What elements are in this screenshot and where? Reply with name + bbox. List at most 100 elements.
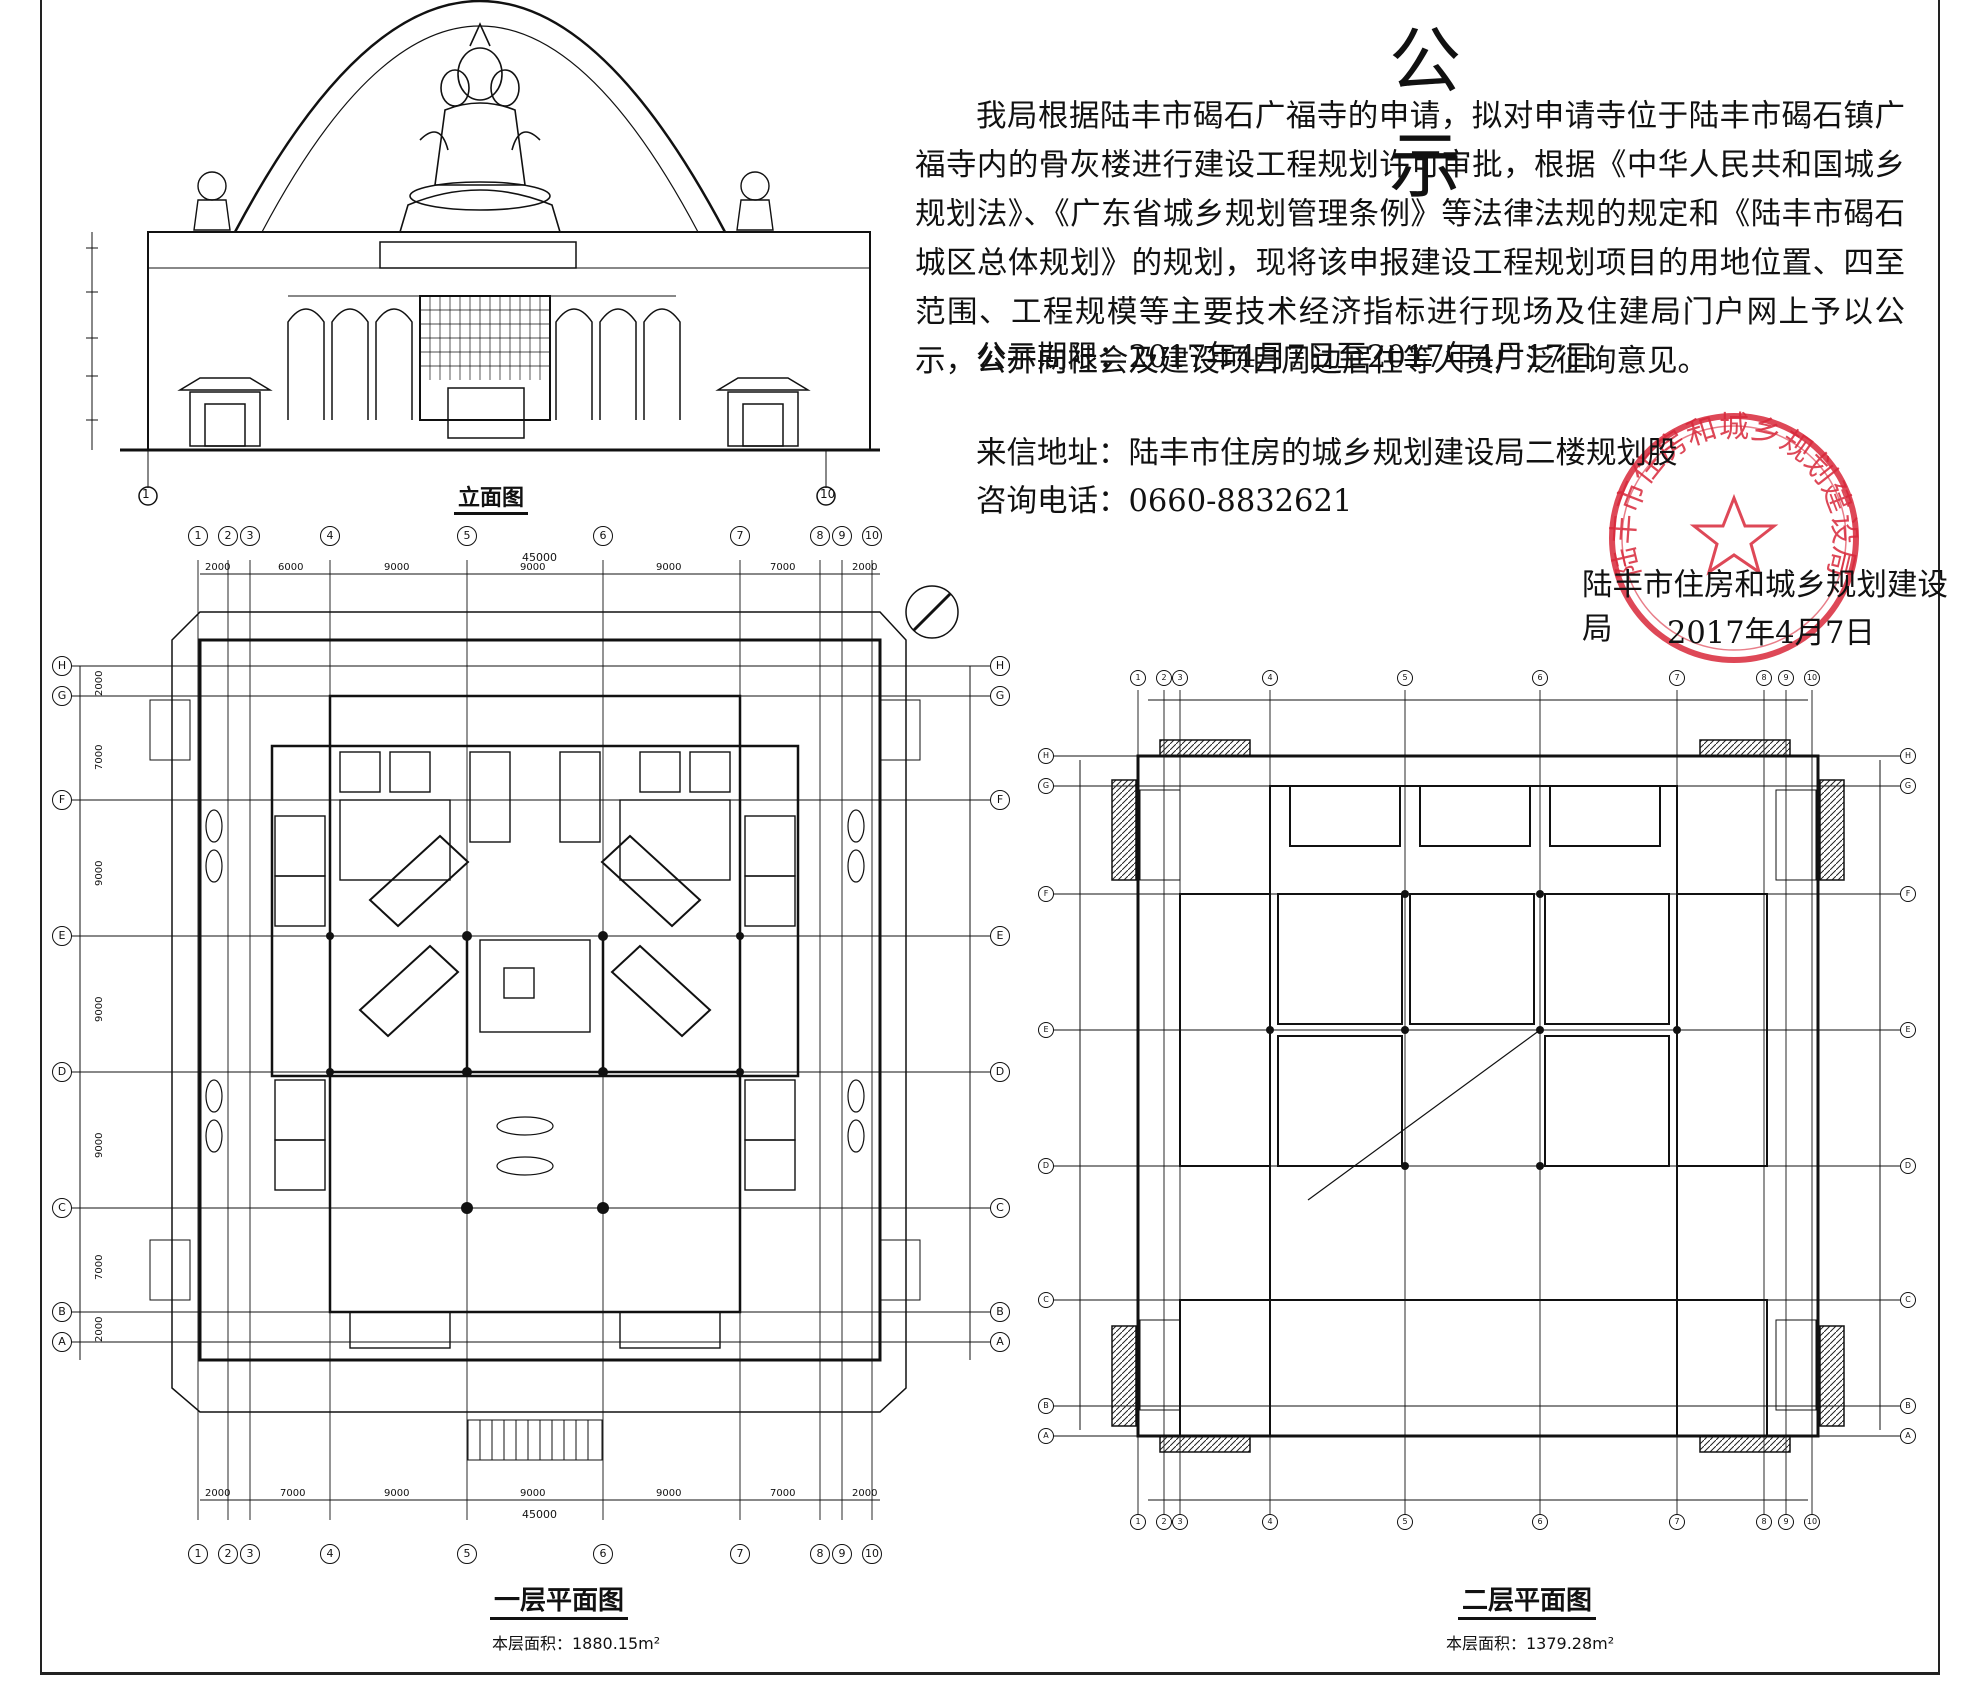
notice-title: 公 示 [1388, 19, 1571, 208]
plan1-axis-top-7: 7 [730, 526, 750, 546]
plan1-side-dim-3: 9000 [94, 996, 105, 1022]
plan1-top-dim-4: 9000 [656, 562, 682, 573]
notice-address: 来信地址：陆丰市住房的城乡规划建设局二楼规划股 [976, 436, 1678, 471]
plan1-bottom-dim-6: 2000 [852, 1488, 878, 1499]
plan2-axis-top-10: 10 [1804, 670, 1820, 686]
plan2-axis-left-c: C [1038, 1292, 1054, 1308]
plan2-axis-left-b: B [1038, 1398, 1054, 1414]
plan1-axis-top-10: 10 [862, 526, 882, 546]
plan2-axis-top-2: 2 [1156, 670, 1172, 686]
plan1-column-dots [326, 931, 744, 1214]
plan1-axis-bottom-10: 10 [862, 1544, 882, 1564]
plan1-axis-top-1: 1 [188, 526, 208, 546]
plan1-axis-left-g: G [52, 686, 72, 706]
plan2-axis-bottom-3: 3 [1172, 1514, 1188, 1530]
plan1-drawing [64, 560, 996, 1520]
elevation-axis-right: 10 [820, 487, 836, 501]
plan1-top-dim-3: 9000 [520, 562, 546, 573]
plan1-axis-bottom-9: 9 [832, 1544, 852, 1564]
plan2-axis-left-f: F [1038, 886, 1054, 902]
plan2-axis-bottom-6: 6 [1532, 1514, 1548, 1530]
plan2-axis-top-6: 6 [1532, 670, 1548, 686]
plan1-area: 本层面积：1880.15m² [492, 1634, 661, 1653]
plan1-side-dim-0: 2000 [94, 670, 105, 696]
plan1-top-dim-1: 6000 [278, 562, 304, 573]
plan1-axis-right-f: F [990, 790, 1010, 810]
plan2-axis-right-a: A [1900, 1428, 1916, 1444]
plan1-axis-bottom-6: 6 [593, 1544, 613, 1564]
notice-period: 公示期限：2017年4月7日至2017年4月17日 [976, 340, 1595, 375]
plan2-axis-left-g: G [1038, 778, 1054, 794]
notice-issuer: 陆丰市住房和城乡规划建设局 [1582, 568, 1948, 647]
plan1-axis-top-2: 2 [218, 526, 238, 546]
plan2-axis-right-e: E [1900, 1022, 1916, 1038]
plan1-axis-left-f: F [52, 790, 72, 810]
plan2-axis-right-b: B [1900, 1398, 1916, 1414]
plan2-axis-top-9: 9 [1778, 670, 1794, 686]
plan1-caption: 一层平面图 [490, 1580, 629, 1620]
plan1-bottom-dim-2: 9000 [384, 1488, 410, 1499]
plan1-side-dim-5: 7000 [94, 1254, 105, 1280]
plan1-axis-top-5: 5 [457, 526, 477, 546]
plan2-axis-bottom-1: 1 [1130, 1514, 1146, 1530]
plan2-axis-right-f: F [1900, 886, 1916, 902]
plan1-axis-top-8: 8 [810, 526, 830, 546]
plan2-axis-top-5: 5 [1397, 670, 1413, 686]
plan1-side-dim-6: 2000 [94, 1316, 105, 1342]
plan1-total-width-bottom: 45000 [522, 1508, 557, 1521]
plan2-axis-top-1: 1 [1130, 670, 1146, 686]
plan1-axis-top-9: 9 [832, 526, 852, 546]
sheet-border [40, 0, 1940, 1675]
plan1-bottom-dim-5: 7000 [770, 1488, 796, 1499]
plan1-axis-right-c: C [990, 1198, 1010, 1218]
notice-date: 2017年4月7日 [1667, 616, 1875, 651]
plan2-axis-top-8: 8 [1756, 670, 1772, 686]
plan1-axis-right-h: H [990, 656, 1010, 676]
plan1-axis-left-d: D [52, 1062, 72, 1082]
plan2-axis-left-a: A [1038, 1428, 1054, 1444]
plan1-axis-top-4: 4 [320, 526, 340, 546]
plan1-axis-right-g: G [990, 686, 1010, 706]
plan1-axis-bottom-5: 5 [457, 1544, 477, 1564]
plan2-axis-left-h: H [1038, 748, 1054, 764]
notice-body: 我局根据陆丰市碣石广福寺的申请，拟对申请寺位于陆丰市碣石镇广福寺内的骨灰楼进行建… [915, 99, 1905, 379]
plan2-axis-bottom-5: 5 [1397, 1514, 1413, 1530]
plan1-axis-left-b: B [52, 1302, 72, 1322]
plan1-top-dim-6: 2000 [852, 562, 878, 573]
plan1-axis-left-e: E [52, 926, 72, 946]
plan1-axis-bottom-4: 4 [320, 1544, 340, 1564]
plan2-axis-bottom-4: 4 [1262, 1514, 1278, 1530]
plan2-axis-top-7: 7 [1669, 670, 1685, 686]
seal-text: 陆丰市住房和城乡规划建设局 [1606, 410, 1861, 581]
plan1-side-dim-4: 9000 [94, 1132, 105, 1158]
plan1-side-dim-1: 7000 [94, 744, 105, 770]
plan1-bottom-dim-0: 2000 [205, 1488, 231, 1499]
plan1-bottom-dim-4: 9000 [656, 1488, 682, 1499]
plan1-total-width-top: 45000 [522, 551, 557, 564]
plan1-bottom-dim-1: 7000 [280, 1488, 306, 1499]
elevation-drawing [86, 0, 880, 488]
plan1-axis-bottom-2: 2 [218, 1544, 238, 1564]
elevation-axis-markers [138, 486, 836, 506]
plan1-side-dim-2: 9000 [94, 860, 105, 886]
plan2-axis-top-3: 3 [1172, 670, 1188, 686]
plan1-axis-right-e: E [990, 926, 1010, 946]
plan2-axis-top-4: 4 [1262, 670, 1278, 686]
plan2-axis-bottom-10: 10 [1804, 1514, 1820, 1530]
plan1-bottom-dim-3: 9000 [520, 1488, 546, 1499]
official-seal [1609, 413, 1859, 663]
plan2-area: 本层面积：1379.28m² [1446, 1634, 1615, 1653]
plan1-axis-bottom-7: 7 [730, 1544, 750, 1564]
plan1-axis-right-b: B [990, 1302, 1010, 1322]
plan2-axis-bottom-9: 9 [1778, 1514, 1794, 1530]
plan1-axis-top-6: 6 [593, 526, 613, 546]
plan1-axis-left-c: C [52, 1198, 72, 1218]
plan2-axis-bottom-2: 2 [1156, 1514, 1172, 1530]
plan2-axis-right-c: C [1900, 1292, 1916, 1308]
plan2-axis-bottom-7: 7 [1669, 1514, 1685, 1530]
plan2-axis-right-d: D [1900, 1158, 1916, 1174]
elevation-caption: 立面图 [454, 480, 529, 515]
plan1-axis-left-a: A [52, 1332, 72, 1352]
plan2-caption: 二层平面图 [1458, 1580, 1597, 1620]
